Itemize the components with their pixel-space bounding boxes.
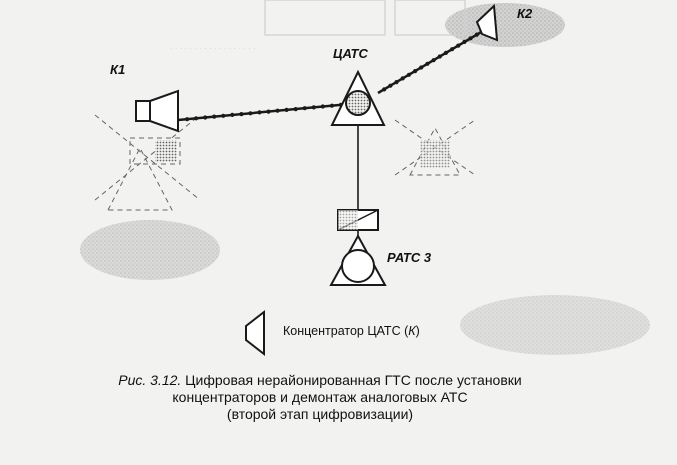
removed-exchange-left — [94, 114, 201, 211]
legend-symbol: К — [408, 324, 416, 338]
link-dot — [329, 103, 334, 108]
legend-label: Концентратор ЦАТС (К) — [283, 324, 420, 338]
link-dot — [203, 115, 208, 120]
link-dot — [221, 113, 226, 118]
link-dot — [425, 61, 430, 66]
legend-close: ) — [415, 324, 420, 338]
link-dot — [462, 39, 467, 45]
link-dot — [266, 109, 271, 114]
background-spot — [460, 295, 650, 355]
link-dot — [388, 83, 393, 88]
link-dot — [437, 54, 442, 59]
link-dot — [212, 114, 217, 119]
background-bleed-lines — [264, 0, 466, 36]
link-dot — [468, 36, 473, 41]
link-dot — [450, 47, 455, 52]
background-spot — [445, 3, 565, 47]
link-dot — [284, 107, 289, 112]
district-exchange-node — [329, 209, 387, 286]
background-spot — [80, 220, 220, 280]
legend-text: Концентратор ЦАТС ( — [283, 324, 409, 338]
link-dot — [474, 32, 479, 37]
link-dot — [382, 87, 387, 92]
link-dot — [394, 80, 399, 85]
removed-exchange-hatch — [420, 140, 450, 168]
label-k2: К2 — [517, 6, 533, 21]
link-dot — [400, 76, 405, 81]
concentrator-k1 — [135, 89, 179, 133]
link-dots — [185, 32, 479, 122]
caption-line3: (второй этап цифровизации) — [226, 406, 414, 422]
caption-figure-label: Рис. 3.12. — [118, 372, 182, 388]
legend-concentrator-icon — [245, 309, 265, 357]
link-dot — [419, 65, 424, 70]
label-district: РАТС 3 — [387, 250, 432, 265]
background-text: · · · · · · · · · · · · · · · · · · — [170, 44, 256, 53]
link-dot — [248, 111, 253, 116]
figure-caption: Рис. 3.12. Цифровая нерайонированная ГТС… — [60, 372, 580, 423]
link-dot — [239, 112, 244, 117]
link-dot — [406, 72, 411, 77]
central-exchange-node — [330, 69, 386, 126]
link-dot — [230, 112, 235, 117]
link-dot — [293, 107, 298, 112]
link-dot — [257, 110, 262, 115]
link-dot — [320, 104, 325, 109]
link-dot — [311, 105, 316, 110]
concentrator-k2 — [475, 3, 499, 42]
caption-line2: концентраторов и демонтаж аналоговых АТС — [172, 389, 468, 405]
link-dot — [456, 43, 461, 48]
link-dot — [431, 58, 436, 63]
link-k2-center — [377, 29, 484, 95]
caption-line1: Цифровая нерайонированная ГТС после уста… — [181, 372, 522, 388]
label-k1: К1 — [110, 62, 126, 77]
link-dot — [443, 50, 448, 56]
label-center: ЦАТС — [333, 46, 368, 61]
link-dot — [275, 108, 280, 113]
link-dot — [194, 116, 199, 121]
link-dot — [185, 117, 190, 122]
link-dot — [413, 69, 418, 74]
removed-exchange-hatch — [155, 140, 177, 162]
link-dot — [302, 106, 307, 111]
